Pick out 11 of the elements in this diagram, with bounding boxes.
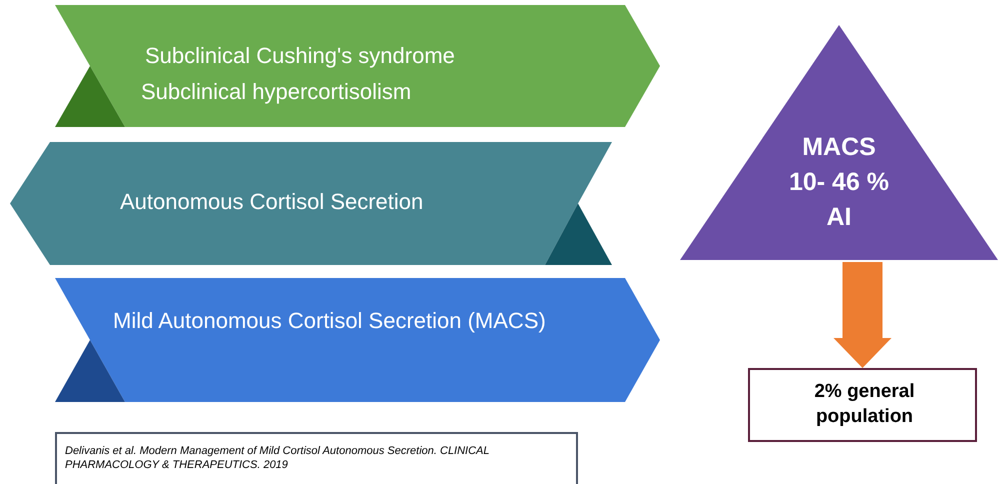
node-label: 10- 46 % [788, 168, 890, 197]
node-label: Mild Autonomous Cortisol Secretion (MACS) [113, 308, 546, 334]
citation-text: Delivanis et al. Modern Management of Mild Cortisol Autonomous Secretion. CLINICAL PHARMACOLOGY & THERAPEUTICS. 2019 [65, 444, 490, 473]
citation-box [55, 432, 578, 484]
node-label: AI [826, 203, 852, 232]
node-label: Subclinical Cushing's syndrome [145, 43, 455, 69]
node-label: Subclinical hypercortisolism [141, 79, 412, 105]
node-label: 2% general population [813, 380, 916, 429]
node-label: MACS [801, 133, 877, 162]
result-box [748, 368, 977, 442]
node-label: Autonomous Cortisol Secretion [120, 189, 424, 215]
